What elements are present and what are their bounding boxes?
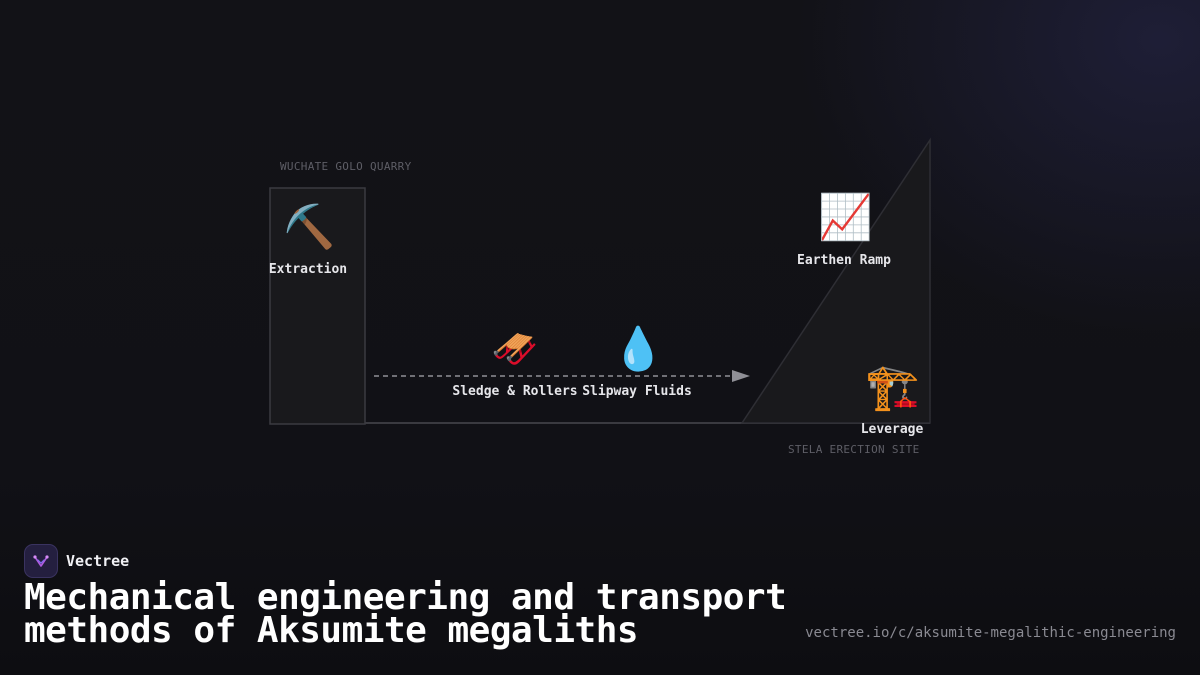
erection-site-label: STELA ERECTION SITE	[788, 443, 920, 456]
ramp-triangle	[740, 137, 931, 424]
page-title: Mechanical engineering and transport met…	[24, 577, 787, 651]
quarry-block	[269, 187, 366, 425]
vectree-logo-icon	[24, 544, 58, 578]
brand: Vectree	[24, 544, 129, 578]
node-label-sledge: Sledge & Rollers	[452, 384, 578, 399]
node-label-fluids: Slipway Fluids	[582, 384, 692, 399]
node-label-leverage: Leverage	[860, 422, 924, 437]
source-url[interactable]: vectree.io/c/aksumite-megalithic-enginee…	[805, 625, 1176, 641]
chart-increasing-icon: 📈	[818, 192, 873, 243]
droplet-icon: 💧	[612, 324, 665, 373]
brand-name: Vectree	[66, 552, 130, 570]
pick-icon: ⛏️	[283, 202, 336, 251]
transport-arrow-head	[732, 370, 750, 382]
construction-crane-icon: 🏗️	[865, 362, 920, 413]
node-label-extraction: Extraction	[268, 262, 348, 277]
quarry-label: WUCHATE GOLO QUARRY	[280, 160, 412, 173]
sled-icon: 🛷	[491, 327, 539, 371]
node-label-ramp: Earthen Ramp	[797, 253, 891, 268]
